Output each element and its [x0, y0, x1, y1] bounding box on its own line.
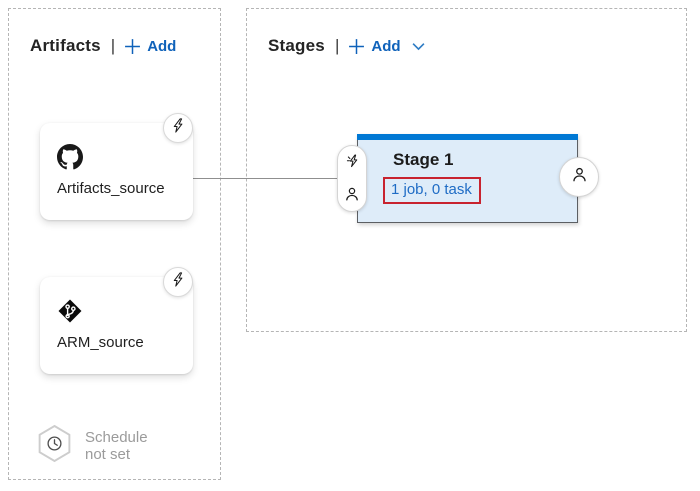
continuous-deployment-trigger-button[interactable] — [163, 267, 193, 297]
lightning-bolt-icon — [171, 118, 186, 138]
lightning-bolt-icon[interactable] — [344, 153, 361, 170]
add-artifact-button[interactable]: Add — [124, 38, 176, 55]
header-divider: | — [334, 36, 340, 55]
stage-jobs-tasks-link[interactable]: 1 job, 0 task — [391, 181, 472, 198]
user-icon — [570, 165, 589, 189]
artifacts-panel — [8, 8, 221, 480]
stage-title: Stage 1 — [393, 150, 454, 169]
artifacts-title: Artifacts — [30, 36, 101, 55]
artifact-name-label: Artifacts_source — [57, 180, 165, 197]
add-artifact-label: Add — [147, 37, 177, 55]
schedule-status-label: Schedule not set — [85, 429, 148, 463]
post-deployment-conditions-button[interactable] — [559, 157, 599, 197]
clock-icon — [37, 424, 72, 468]
plus-icon — [124, 38, 141, 55]
pre-deployment-conditions-pill[interactable] — [337, 145, 367, 212]
stages-header: Stages | Add — [268, 36, 425, 56]
plus-icon — [348, 38, 365, 55]
user-icon[interactable] — [343, 185, 361, 203]
artifact-card-arm-source[interactable]: ARM_source — [40, 277, 193, 374]
lightning-bolt-icon — [171, 272, 186, 292]
stage-card[interactable]: Stage 1 1 job, 0 task — [357, 134, 578, 223]
highlight-box: 1 job, 0 task — [383, 177, 481, 204]
add-stage-button[interactable]: Add — [348, 37, 425, 55]
stages-title: Stages — [268, 36, 325, 55]
github-icon — [57, 144, 83, 170]
add-stage-label: Add — [371, 37, 401, 55]
artifact-name-label: ARM_source — [57, 334, 144, 351]
chevron-down-icon — [412, 42, 425, 51]
stages-panel — [246, 8, 687, 332]
azure-repos-icon — [57, 298, 83, 324]
header-divider: | — [110, 36, 116, 55]
artifacts-header: Artifacts | Add — [30, 36, 176, 56]
stage-selected-accent-bar — [357, 134, 578, 140]
artifact-to-stage-connector — [193, 178, 340, 179]
schedule-settings-button[interactable]: Schedule not set — [37, 424, 148, 468]
continuous-deployment-trigger-button[interactable] — [163, 113, 193, 143]
